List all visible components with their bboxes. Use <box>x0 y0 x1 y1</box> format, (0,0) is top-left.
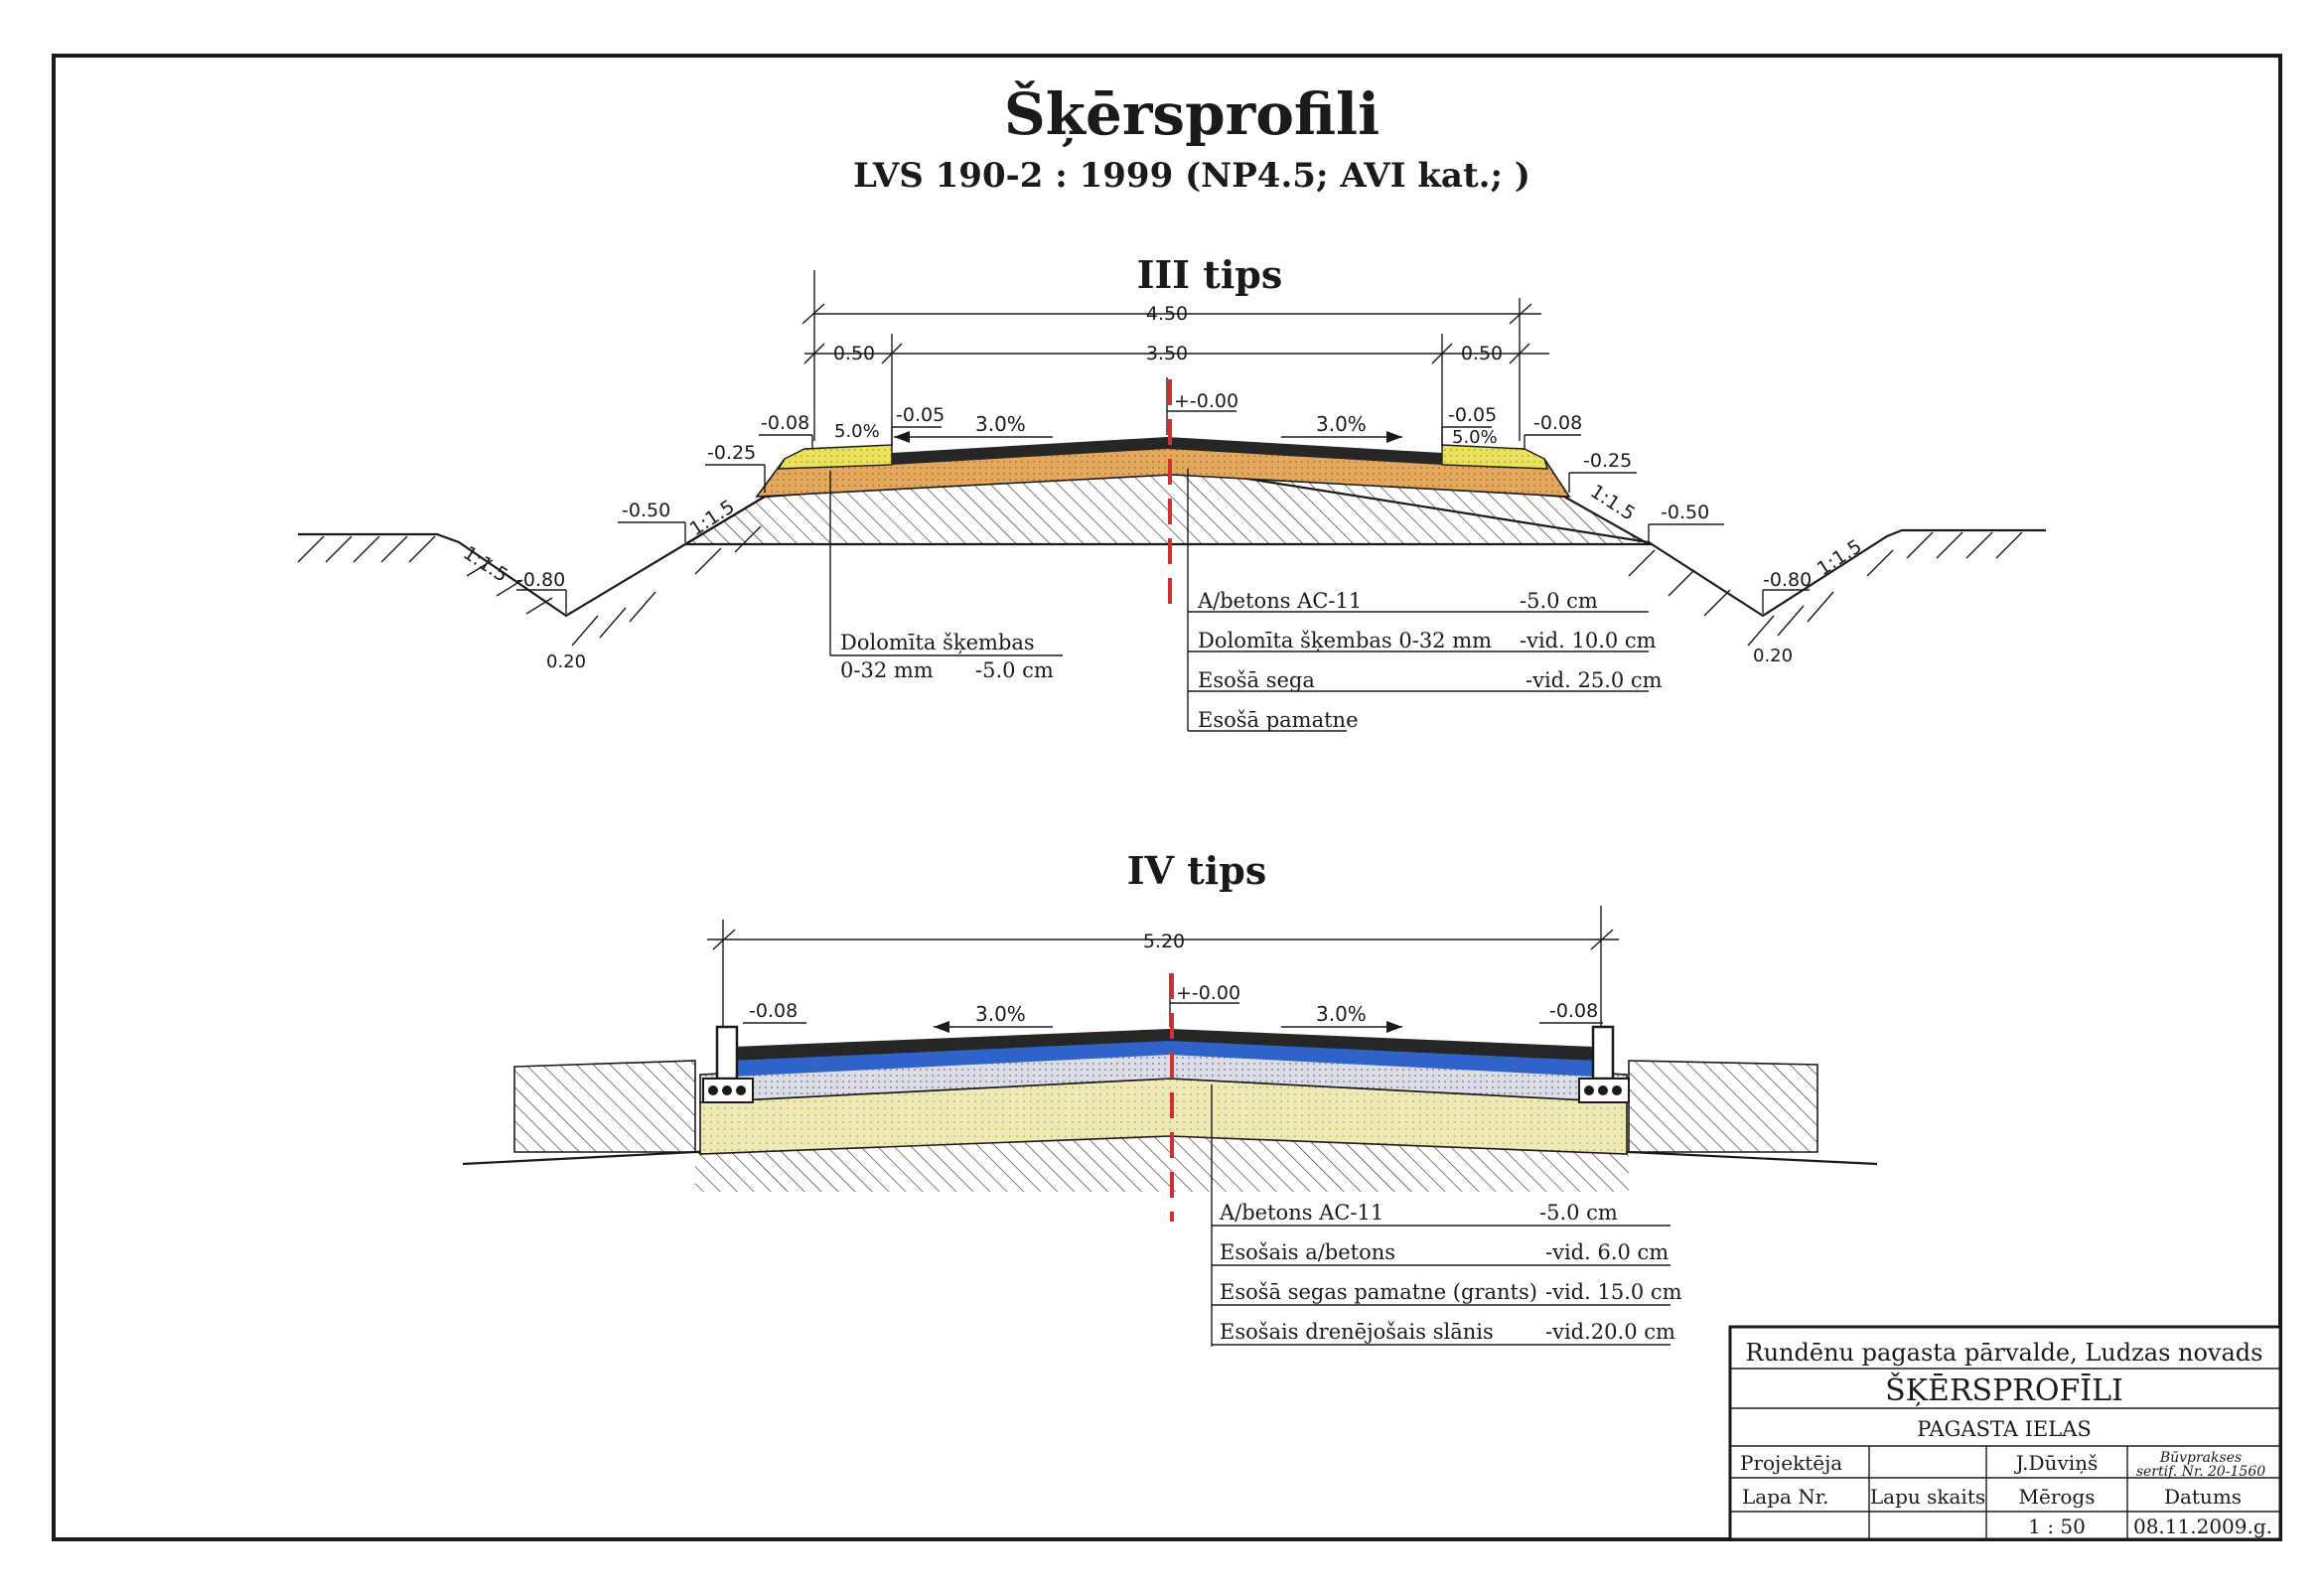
type3-ditch-left: -0.80 <box>516 569 565 591</box>
tb-date-value: 08.11.2009.g. <box>2133 1515 2272 1538</box>
type4-layer-3-value: -vid. 15.0 cm <box>1545 1280 1682 1304</box>
type3-slope-right: 3.0% <box>1316 412 1367 436</box>
type3-dim-total: 4.50 <box>1146 303 1188 325</box>
type4-slope-right: 3.0% <box>1316 1002 1367 1026</box>
type3-level-edge-right: -0.05 <box>1448 404 1497 426</box>
type3-dim-shoulder-left: 0.50 <box>833 343 875 364</box>
type4-layer-legend: A/betons AC-11 -5.0 cm Esošais a/betons … <box>1212 1201 1682 1346</box>
type3-layer-1-value: -5.0 cm <box>1520 589 1598 613</box>
tb-organization: Rundēnu pagasta pārvalde, Ludzas novads <box>1746 1339 2263 1367</box>
type3-ditch-width-right: 0.20 <box>1753 646 1793 666</box>
type4-layer-1-value: -5.0 cm <box>1539 1201 1618 1225</box>
type4-layer-3-name: Esošā segas pamatne (grants) <box>1220 1280 1537 1304</box>
type4-layer-4-value: -vid.20.0 cm <box>1545 1320 1675 1344</box>
type3-dim-carriage: 3.50 <box>1146 343 1188 364</box>
type3-ratio-left-ditch: 1:1.5 <box>459 542 511 587</box>
type3-dolomite-note-2: 0-32 mm <box>840 658 934 682</box>
type4-center-level: +-0.00 <box>1176 982 1240 1004</box>
type3-ditch-width-left: 0.20 <box>546 651 586 672</box>
type4-curb-right <box>1578 1025 1630 1103</box>
type3-dim-shoulder-right: 0.50 <box>1461 343 1503 364</box>
tb-drawing-title: ŠĶĒRSPROFĪLI <box>1885 1372 2123 1408</box>
tb-object: PAGASTA IELAS <box>1917 1417 2092 1441</box>
tb-scale-value: 1 : 50 <box>2028 1515 2086 1538</box>
type3-level-edge-left: -0.05 <box>896 404 944 426</box>
type4-level-left: -0.08 <box>749 1000 798 1022</box>
type3-dolomite-note-1: Dolomīta šķembas <box>840 631 1035 654</box>
type3-level-toe-left: -0.25 <box>707 442 756 464</box>
type3-shoulder-slope-left: 5.0% <box>834 421 880 442</box>
type4-layer-2-name: Esošais a/betons <box>1220 1240 1395 1264</box>
type3-level-base-left: -0.50 <box>622 500 670 521</box>
type3-shoulder-slope-right: 5.0% <box>1452 427 1498 448</box>
type4-level-right: -0.08 <box>1549 1000 1598 1022</box>
type4-section: IV tips 5.20 +-0.00 <box>462 848 1878 1347</box>
page-title: Šķērsprofili <box>1004 80 1380 148</box>
type3-layer-2-value: -vid. 10.0 cm <box>1520 629 1657 652</box>
type3-level-base-right: -0.50 <box>1661 502 1709 523</box>
type3-layer-4-name: Esošā pamatne <box>1198 708 1359 732</box>
type4-heading: IV tips <box>1127 848 1266 893</box>
tb-sheet-label: Lapa Nr. <box>1742 1485 1829 1509</box>
tb-cert-line2: sertif. Nr. 20-1560 <box>2136 1464 2265 1480</box>
type3-levels: +-0.00 -0.05 -0.05 -0.08 -0.08 -0.25 -0.… <box>516 377 1812 672</box>
tb-cert-line1: Būvprakses <box>2159 1450 2242 1466</box>
type3-slope-left: 3.0% <box>975 412 1026 436</box>
tb-designer-label: Projektēja <box>1740 1451 1842 1475</box>
type4-layer-4-name: Esošais drenējošais slānis <box>1220 1320 1494 1344</box>
type3-layer-1-name: A/betons AC-11 <box>1197 589 1362 613</box>
type3-ditch-right: -0.80 <box>1763 569 1812 591</box>
tb-date-label: Datums <box>2164 1485 2242 1509</box>
type3-layer-3-value: -vid. 25.0 cm <box>1525 668 1663 692</box>
type4-slope-left: 3.0% <box>975 1002 1026 1026</box>
type4-layer-1-name: A/betons AC-11 <box>1219 1201 1383 1225</box>
type3-level-shoulder-right: -0.08 <box>1533 412 1582 434</box>
tb-scale-label: Mērogs <box>2019 1485 2096 1509</box>
type4-curb-left <box>702 1025 754 1103</box>
type3-layer-3-name: Esošā sega <box>1198 668 1315 692</box>
sheet-frame <box>52 54 2282 1541</box>
type3-section: III tips 4.50 0.50 3.50 0.50 <box>297 252 2046 732</box>
tb-designer-name: J.Dūviņš <box>2014 1451 2099 1475</box>
type3-heading: III tips <box>1137 252 1283 297</box>
type3-ratio-right-ditch: 1:1.5 <box>1814 535 1866 580</box>
type3-layer-legend: A/betons AC-11 -5.0 cm Dolomīta šķembas … <box>1188 589 1663 732</box>
type3-layer-2-name: Dolomīta šķembas 0-32 mm <box>1198 629 1492 652</box>
type4-dim-total: 5.20 <box>1143 931 1185 952</box>
type3-level-toe-right: -0.25 <box>1583 450 1632 472</box>
tb-sheets-label: Lapu skaits <box>1870 1485 1985 1509</box>
type3-level-shoulder-left: -0.08 <box>761 412 809 434</box>
type3-dolomite-note-value: -5.0 cm <box>975 658 1054 682</box>
title-block: Rundēnu pagasta pārvalde, Ludzas novads … <box>1728 1325 2282 1541</box>
page-subtitle: LVS 190-2 : 1999 (NP4.5; AVI kat.; ) <box>853 156 1530 196</box>
type4-layer-2-value: -vid. 6.0 cm <box>1545 1240 1669 1264</box>
type3-center-level: +-0.00 <box>1174 390 1238 412</box>
